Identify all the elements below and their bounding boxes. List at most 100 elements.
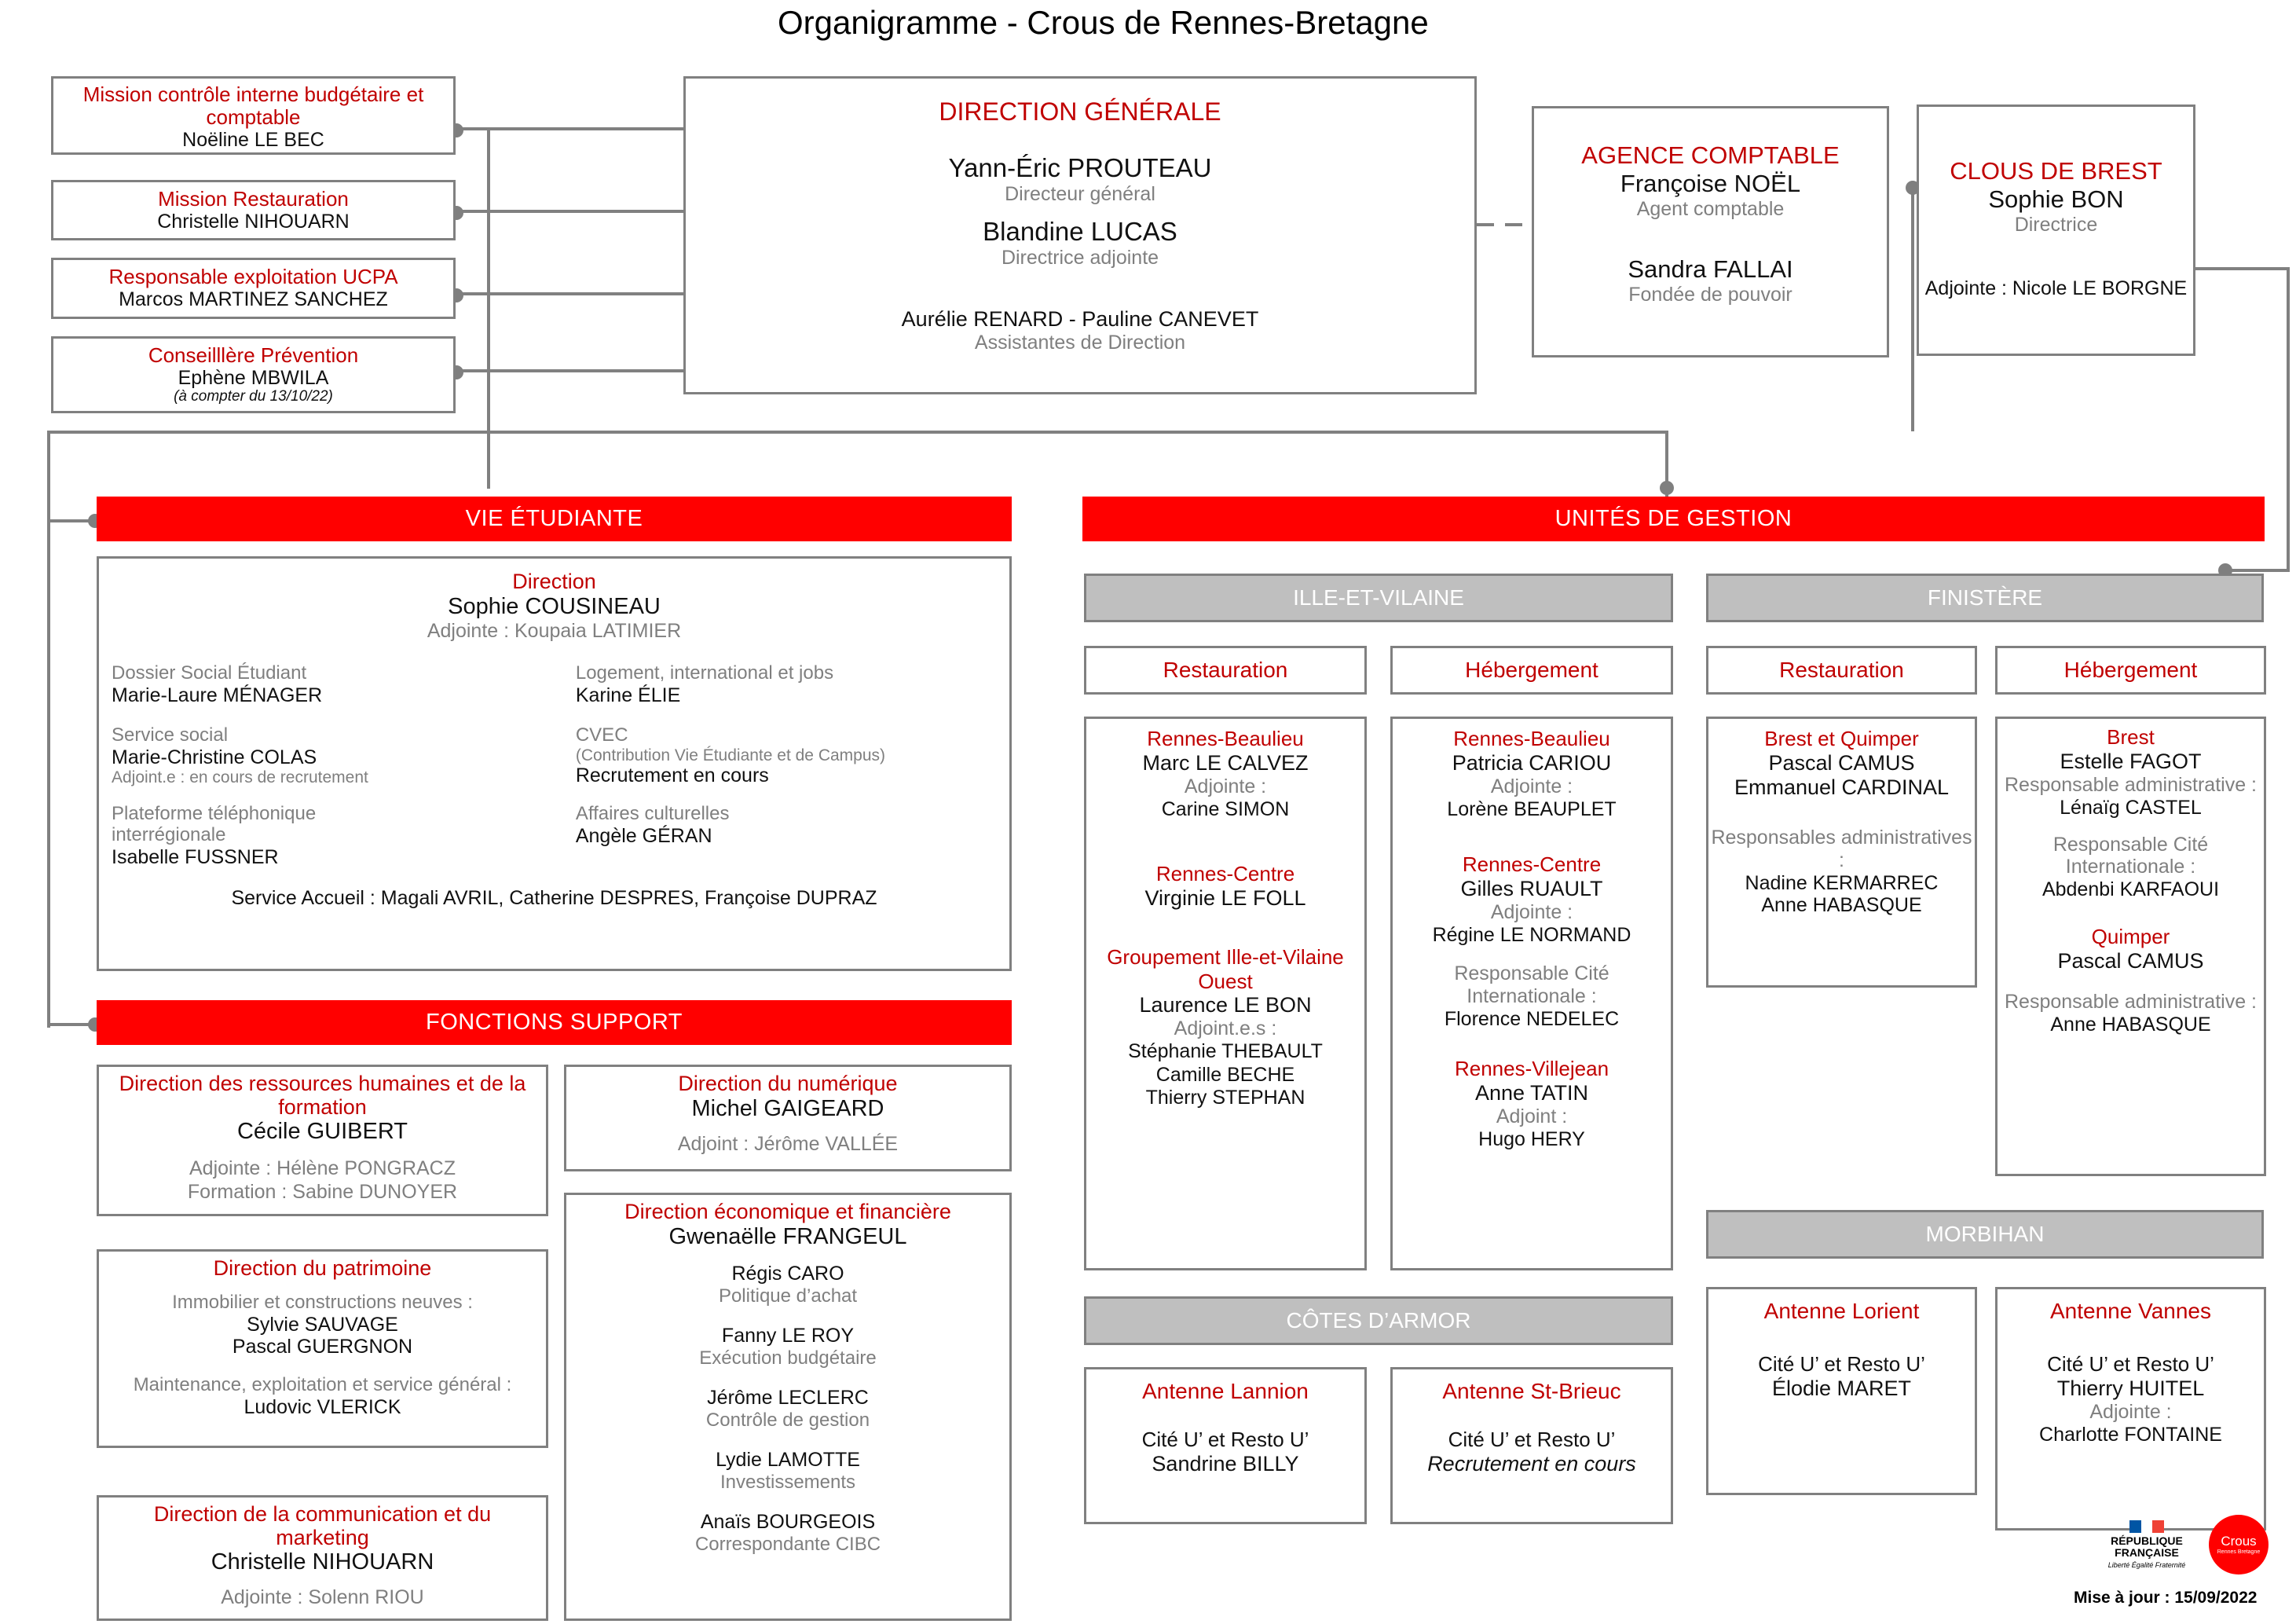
- clous-brest-title: CLOUS DE BREST: [1950, 157, 2162, 185]
- fir-0-name-1: Emmanuel CARDINAL: [1734, 775, 1950, 799]
- agence-comptable-title: AGENCE COMPTABLE: [1581, 141, 1840, 169]
- logo-crous-label: Crous: [2221, 1533, 2257, 1549]
- fs-eco-p0-role: Politique d’achat: [718, 1285, 858, 1307]
- dept-finistere-label: FINISTÈRE: [1927, 585, 2043, 610]
- agence-comptable-box[interactable]: AGENCE COMPTABLE Françoise NOËL Agent co…: [1532, 106, 1889, 357]
- fi-hebergement-header[interactable]: Hébergement: [1995, 646, 2266, 695]
- ve-item-1-label: Service social: [112, 724, 229, 746]
- fs-economique-box[interactable]: Direction économique et financière Gwena…: [564, 1193, 1012, 1621]
- mission-box-2[interactable]: Responsable exploitation UCPA Marcos MAR…: [51, 258, 456, 319]
- connector-spine-left-top: [47, 431, 1665, 434]
- connector-mission-0: [456, 127, 683, 130]
- ivr-0-sublabel: Adjointe :: [1184, 775, 1267, 797]
- morbihan-antenne-vannes-box[interactable]: Antenne Vannes Cité U’ et Resto U’ Thier…: [1995, 1287, 2266, 1531]
- mission-box-1[interactable]: Mission Restauration Christelle NIHOUARN: [51, 180, 456, 240]
- ivh-1-name: Gilles RUAULT: [1460, 877, 1603, 900]
- fir-0-name-0: Pascal CAMUS: [1768, 751, 1915, 775]
- ivr-0-subname-0: Carine SIMON: [1161, 798, 1290, 820]
- fs-rh-name: Cécile GUIBERT: [236, 1119, 408, 1145]
- fs-num-line-0: Adjoint : Jérôme VALLÉE: [677, 1133, 899, 1155]
- mission-box-0[interactable]: Mission contrôle interne budgétaire et c…: [51, 76, 456, 155]
- band-vie-etudiante: VIE ÉTUDIANTE: [97, 497, 1012, 541]
- morbihan-1-title: Antenne Vannes: [2050, 1299, 2211, 1323]
- ivh-2-site: Rennes-Villejean: [1454, 1057, 1609, 1081]
- dg-person-0-name: Yann-Éric PROUTEAU: [948, 153, 1212, 182]
- morbihan-1-sub: Cité U’ et Resto U’: [2047, 1352, 2214, 1376]
- fs-patrimoine-box[interactable]: Direction du patrimoine Immobilier et co…: [97, 1249, 548, 1448]
- fs-patrimoine-title: Direction du patrimoine: [213, 1256, 432, 1280]
- mission-name-1: Christelle NIHOUARN: [157, 210, 350, 233]
- dept-header-cotes-darmor: CÔTES D’ARMOR: [1084, 1296, 1673, 1345]
- mission-name-2: Marcos MARTINEZ SANCHEZ: [119, 288, 388, 311]
- ivh-2-name: Anne TATIN: [1474, 1081, 1589, 1105]
- morbihan-antenne-lorient-box[interactable]: Antenne Lorient Cité U’ et Resto U’ Élod…: [1706, 1287, 1977, 1495]
- ve-item-2: Plateforme téléphonique interrégionale I…: [112, 803, 568, 868]
- fs-rh-box[interactable]: Direction des ressources humaines et de …: [97, 1065, 548, 1216]
- ivr-2-name: Laurence LE BON: [1139, 993, 1312, 1017]
- ac-person-0-name: Françoise NOËL: [1620, 170, 1801, 197]
- fs-eco-p3-name: Lydie LAMOTTE: [716, 1449, 860, 1471]
- ve-item-5-name: Angèle GÉRAN: [575, 825, 712, 848]
- vie-etudiante-box[interactable]: Direction Sophie COUSINEAU Adjointe : Ko…: [97, 556, 1012, 971]
- dg-assistants-role: Assistantes de Direction: [974, 332, 1186, 354]
- fs-patrimoine-g0-name-0: Sylvie SAUVAGE: [247, 1313, 398, 1336]
- fih-0-name-0: Estelle FAGOT: [2060, 750, 2202, 773]
- fih-1-b0-label: Responsable administrative :: [2005, 990, 2257, 1013]
- mission-name-3: Ephène MBWILA: [178, 366, 329, 389]
- clous-de-brest-box[interactable]: CLOUS DE BREST Sophie BON Directrice Adj…: [1917, 104, 2195, 356]
- connector-clous-left: [1911, 186, 1914, 431]
- iv-hebergement-box[interactable]: Rennes-Beaulieu Patricia CARIOU Adjointe…: [1390, 717, 1673, 1270]
- fs-numerique-box[interactable]: Direction du numérique Michel GAIGEARD A…: [564, 1065, 1012, 1171]
- last-update-label: Mise à jour : 15/09/2022: [2074, 1589, 2258, 1607]
- ve-item-3: Logement, international et jobs Karine É…: [575, 662, 997, 706]
- ve-item-4-name: Recrutement en cours: [575, 764, 769, 787]
- ac-person-0-role: Agent comptable: [1636, 198, 1785, 220]
- clous-brest-adjointe: Adjointe : Nicole LE BORGNE: [1924, 277, 2188, 299]
- ve-item-1: Service social Marie-Christine COLAS Adj…: [112, 724, 568, 786]
- ivh-1-subname-0: Régine LE NORMAND: [1432, 924, 1631, 946]
- french-flag-icon: [2129, 1520, 2165, 1533]
- fs-num-name: Michel GAIGEARD: [691, 1096, 884, 1121]
- direction-generale-title: DIRECTION GÉNÉRALE: [939, 97, 1221, 126]
- fi-restauration-header[interactable]: Restauration: [1706, 646, 1977, 695]
- fs-eco-p1-role: Exécution budgétaire: [699, 1347, 877, 1369]
- fs-communication-box[interactable]: Direction de la communication et du mark…: [97, 1495, 548, 1621]
- band-vie-etudiante-label: VIE ÉTUDIANTE: [465, 506, 643, 531]
- fih-0-b1-label: Responsable Cité Internationale :: [2052, 833, 2209, 878]
- clous-brest-role: Directrice: [2014, 214, 2098, 236]
- ivr-0-name: Marc LE CALVEZ: [1142, 751, 1309, 775]
- ivr-2-subname-0: Stéphanie THEBAULT: [1128, 1040, 1323, 1063]
- ac-person-1-name: Sandra FALLAI: [1628, 255, 1793, 283]
- fih-1-b0-name-0: Anne HABASQUE: [2050, 1013, 2211, 1036]
- fs-eco-p2-role: Contrôle de gestion: [705, 1410, 870, 1431]
- mission-name-0: Noëline LE BEC: [182, 129, 324, 152]
- cotes-1-sub: Cité U’ et Resto U’: [1448, 1428, 1616, 1451]
- band-fonctions-support-label: FONCTIONS SUPPORT: [426, 1010, 683, 1035]
- ivh-0-site: Rennes-Beaulieu: [1453, 727, 1610, 750]
- fi-hebergement-box[interactable]: Brest Estelle FAGOT Responsable administ…: [1995, 717, 2266, 1176]
- fir-0-subname-1: Anne HABASQUE: [1761, 894, 1922, 917]
- logo-crous-icon: Crous Rennes Bretagne: [2209, 1515, 2269, 1575]
- ivh-1-site: Rennes-Centre: [1462, 852, 1602, 876]
- ve-item-5: Affaires culturelles Angèle GÉRAN: [575, 803, 997, 848]
- dept-header-finistere: FINISTÈRE: [1706, 574, 2264, 622]
- iv-restauration-header[interactable]: Restauration: [1084, 646, 1367, 695]
- cotes-antenne-stbrieuc-box[interactable]: Antenne St-Brieuc Cité U’ et Resto U’ Re…: [1390, 1367, 1673, 1524]
- morbihan-1-extra-1: Charlotte FONTAINE: [2039, 1424, 2222, 1446]
- mission-title-0: Mission contrôle interne budgétaire et c…: [82, 82, 424, 130]
- logo-crous-sub: Rennes Bretagne: [2217, 1549, 2261, 1555]
- ivh-1-extralabel: Responsable Cité Internationale :: [1454, 962, 1609, 1007]
- ve-item-3-label: Logement, international et jobs: [575, 662, 834, 684]
- direction-generale-box[interactable]: DIRECTION GÉNÉRALE Yann-Éric PROUTEAU Di…: [683, 76, 1477, 394]
- cotes-antenne-lannion-box[interactable]: Antenne Lannion Cité U’ et Resto U’ Sand…: [1084, 1367, 1367, 1524]
- fi-restauration-box[interactable]: Brest et Quimper Pascal CAMUS Emmanuel C…: [1706, 717, 1977, 988]
- iv-hebergement-header[interactable]: Hébergement: [1390, 646, 1673, 695]
- ve-item-5-label: Affaires culturelles: [575, 803, 730, 825]
- mission-box-3[interactable]: Conseilllère Prévention Ephène MBWILA (à…: [51, 336, 456, 413]
- fih-1-site: Quimper: [2091, 924, 2170, 948]
- iv-restauration-box[interactable]: Rennes-Beaulieu Marc LE CALVEZ Adjointe …: [1084, 717, 1367, 1270]
- mission-note-3: (à compter du 13/10/22): [174, 388, 333, 405]
- connector-mission-3: [456, 369, 683, 372]
- connector-to-vie-etudiante: [47, 519, 94, 522]
- fs-rh-line-1: Formation : Sabine DUNOYER: [187, 1180, 458, 1203]
